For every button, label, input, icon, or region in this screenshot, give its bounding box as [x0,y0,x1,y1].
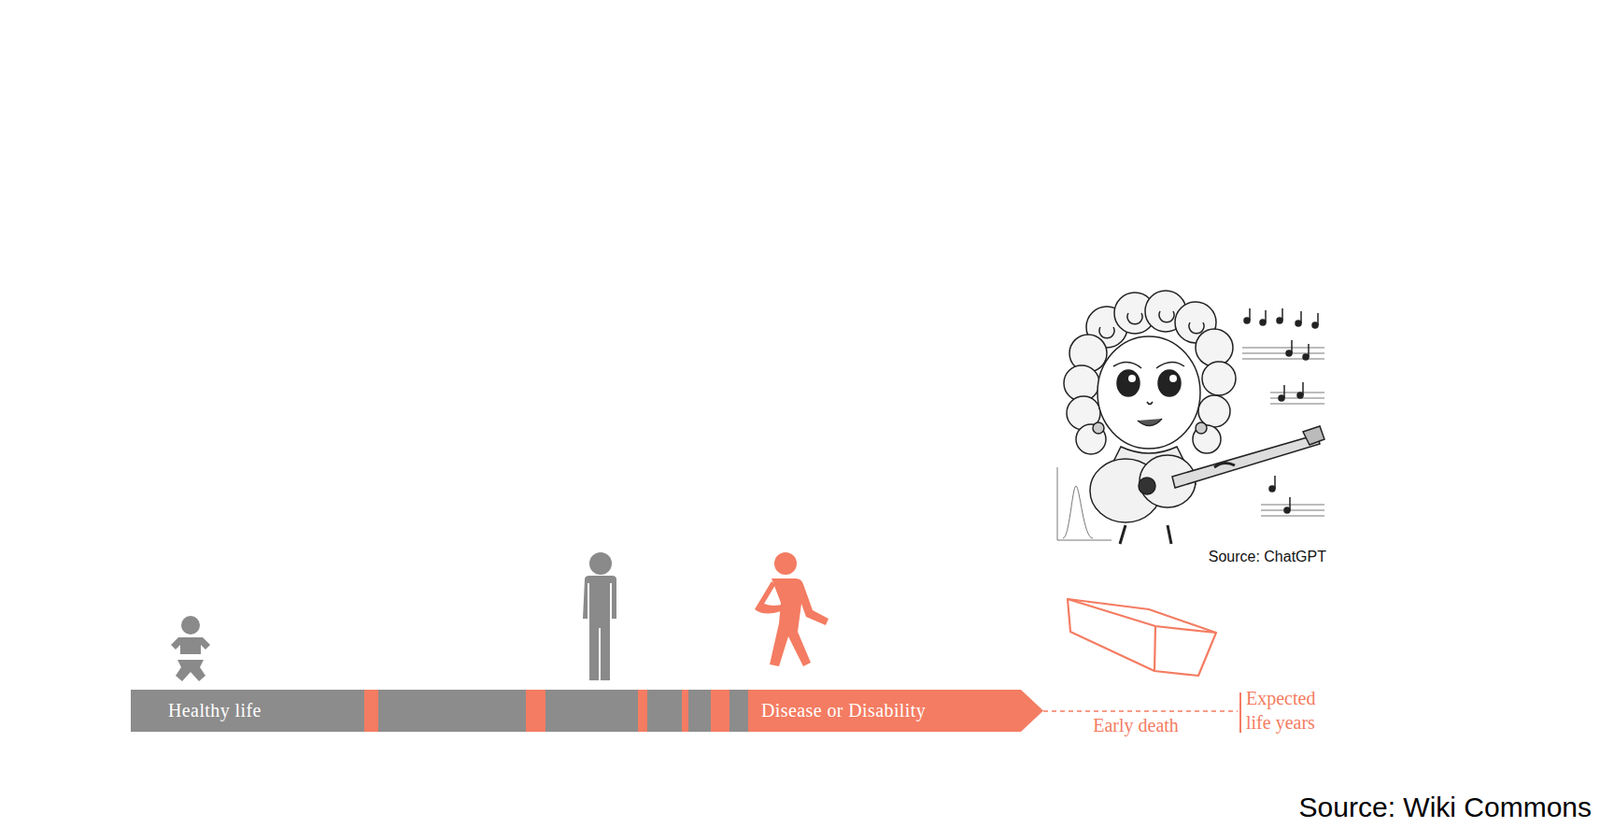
disease-band: Disease or Disability [748,689,1044,732]
healthy-band: Healthy life [130,689,749,732]
early-death-label: Early death [1089,712,1183,737]
band-label: Healthy life [168,689,262,732]
bracket [1239,692,1242,733]
expected-years-label: Expected life years [1246,685,1340,735]
source-note: Source: ChatGPT [1186,547,1327,567]
source-note: Source: Wiki Commons [1242,790,1592,824]
baby-icon [170,615,211,681]
coffin-icon [1067,598,1217,676]
band-label: Disease or Disability [761,689,926,732]
cartoon-illustration [1053,290,1325,546]
injured-person-icon [754,552,829,666]
person-icon [582,552,617,680]
early-death-line [1043,709,1238,712]
